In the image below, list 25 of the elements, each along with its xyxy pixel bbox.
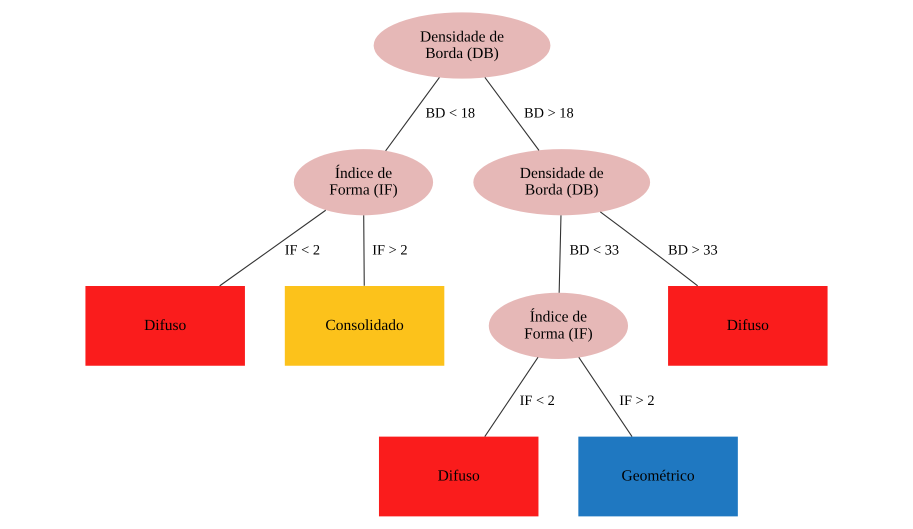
connector [385,77,440,152]
node-ellipse: Índice de Forma (IF) [488,292,628,359]
connector [558,215,562,293]
connector [578,357,632,437]
node-box: Geométrico [578,436,738,516]
node-ellipse: Índice de Forma (IF) [294,149,434,216]
node-ellipse: Densidade de Borda (DB) [473,149,650,216]
node-box: Difuso [668,286,828,366]
node-ellipse: Densidade de Borda (DB) [374,12,550,79]
node-box: Difuso [378,436,538,516]
edge-label: BD > 33 [668,242,718,258]
node-box: Consolidado [284,286,444,366]
edge-label: IF > 2 [372,242,408,258]
edge-label: BD > 18 [524,106,574,122]
edge-label: BD < 33 [569,242,620,258]
edge-label: IF < 2 [520,392,555,409]
edge-label: BD < 18 [425,106,476,122]
connector [600,211,698,286]
node-box: Difuso [85,286,245,366]
edge-label: IF < 2 [284,242,320,258]
connector [484,77,540,151]
edge-label: IF > 2 [619,392,655,409]
connector [484,357,538,437]
connector [219,210,326,286]
connector [363,215,365,286]
